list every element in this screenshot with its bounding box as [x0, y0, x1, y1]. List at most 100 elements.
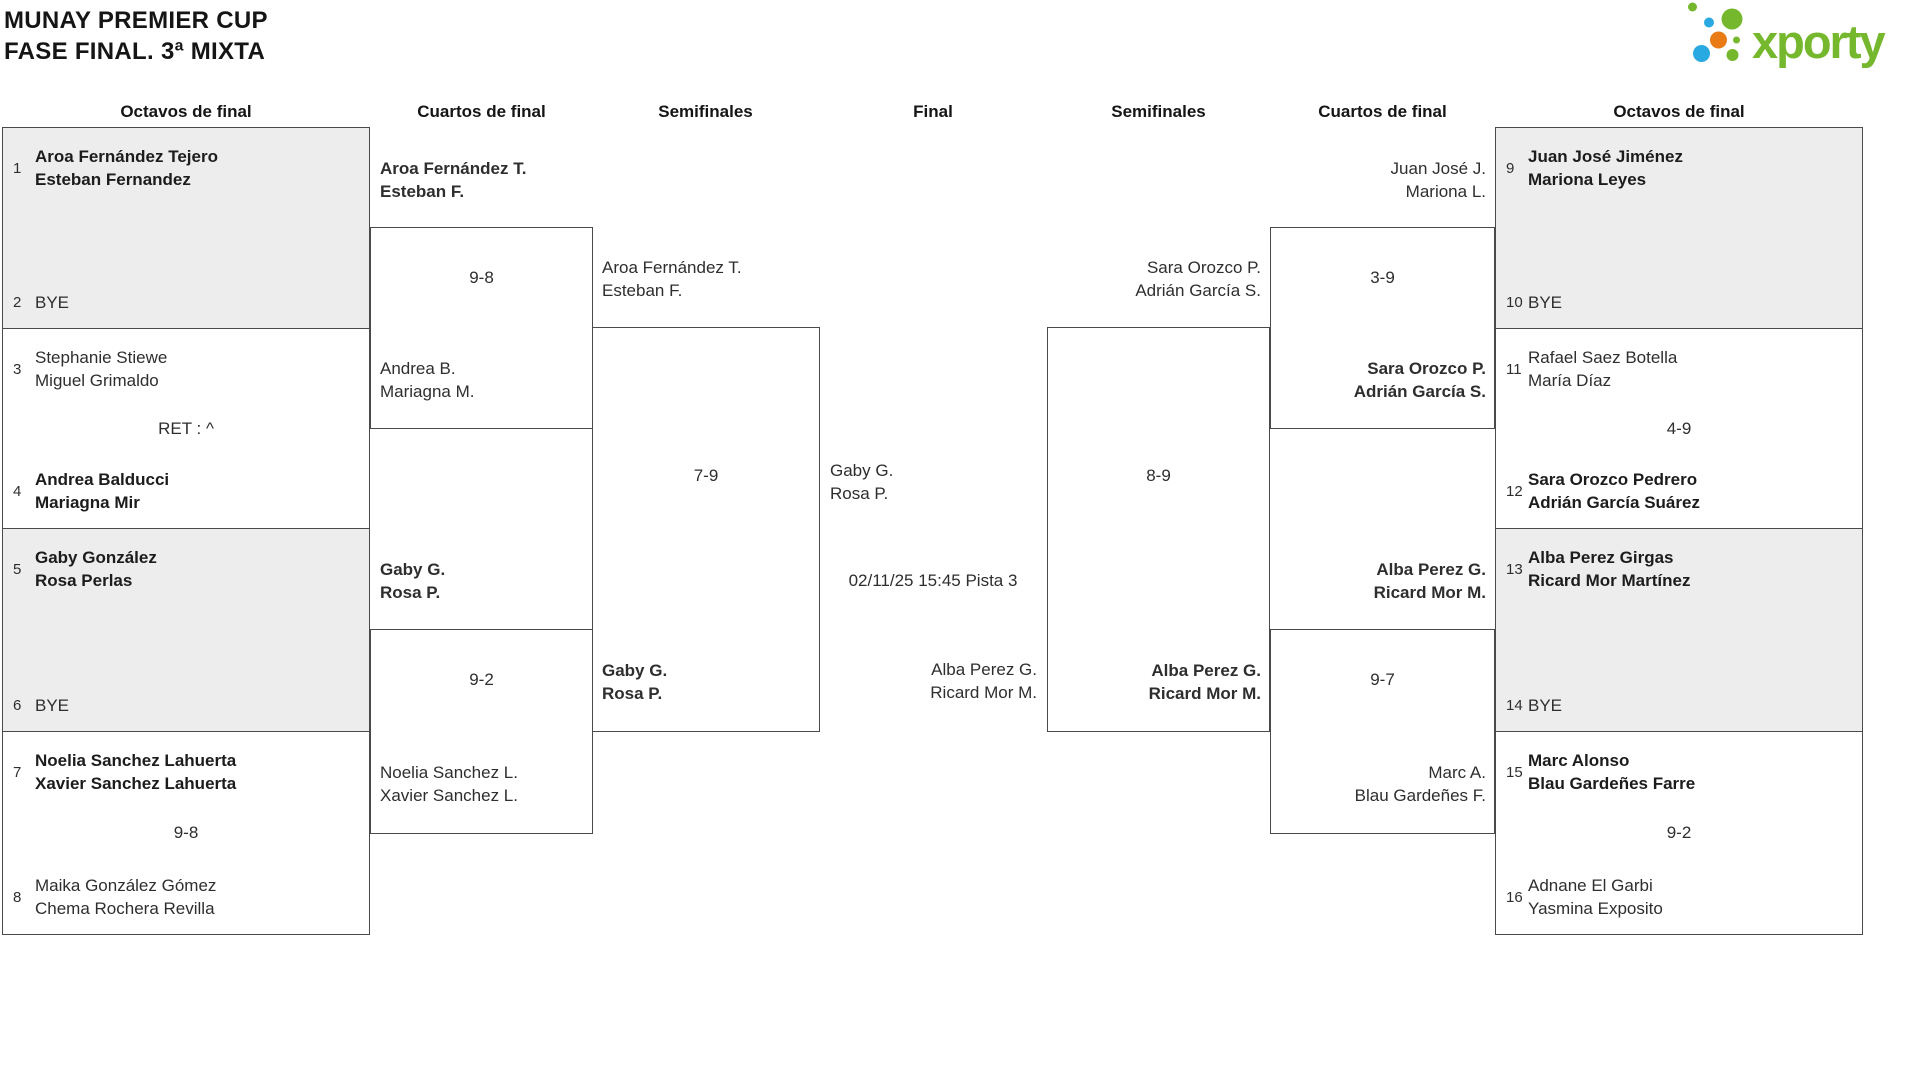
team-row: 8 Maika González Gómez Chema Rochera Rev…: [13, 874, 216, 920]
team-row: 14 BYE: [1506, 694, 1562, 717]
seed-number: 12: [1506, 482, 1523, 500]
seed-number: 3: [13, 360, 22, 378]
team-names: Marc Alonso Blau Gardeñes Farre: [1528, 751, 1696, 793]
team-row: 4 Andrea Balducci Mariagna Mir: [13, 468, 169, 514]
team-names: Aroa Fernández T. Esteban F.: [602, 258, 742, 300]
match-score: 9-2: [1666, 823, 1692, 842]
team-names: BYE: [1528, 293, 1563, 312]
seed-number: 11: [1506, 360, 1522, 378]
team-row: 13 Alba Perez Girgas Ricard Mor Martínez: [1506, 546, 1690, 592]
match-box-octavos-left-2: 3 Stephanie Stiewe Miguel Grimaldo RET :…: [2, 328, 370, 529]
header-final: Final: [913, 102, 953, 121]
team-names: Andrea B. Mariagna M.: [380, 359, 475, 401]
final-team-right: Alba Perez G. Ricard Mor M.: [930, 660, 1037, 702]
team-names: Rafael Saez Botella María Díaz: [1528, 348, 1678, 390]
team-names: BYE: [35, 696, 70, 715]
header-cuartos-left: Cuartos de final: [417, 102, 546, 121]
team-row: 6 BYE: [13, 694, 69, 717]
team-names: Sara Orozco P. Adrián García S.: [1135, 258, 1261, 300]
match-score: 9-8: [469, 268, 494, 287]
logo-dot-blue-small: [1704, 17, 1714, 28]
match-score: 9-8: [173, 823, 199, 842]
match-box-octavos-right-3: 13 Alba Perez Girgas Ricard Mor Martínez…: [1495, 528, 1863, 732]
team-names: Sara Orozco Pedrero Adrián García Suárez: [1528, 470, 1700, 512]
header-semis-right: Semifinales: [1111, 102, 1206, 121]
team-row: 12 Sara Orozco Pedrero Adrián García Suá…: [1506, 468, 1700, 514]
seed-number: 1: [13, 159, 22, 177]
page-subtitle: FASE FINAL. 3ª MIXTA: [4, 38, 266, 65]
match-score: 7-9: [693, 466, 719, 485]
team-row: 15 Marc Alonso Blau Gardeñes Farre: [1506, 749, 1695, 795]
header-octavos-left: Octavos de final: [120, 102, 252, 121]
logo-dot-green-med: [1726, 49, 1739, 61]
team-names: BYE: [1528, 696, 1563, 715]
team-names: Juan José Jiménez Mariona Leyes: [1528, 147, 1683, 189]
team-names: Juan José J. Mariona L.: [1390, 159, 1486, 201]
match-score: 3-9: [1370, 268, 1395, 287]
team-names: Adnane El Garbi Yasmina Exposito: [1528, 876, 1663, 918]
match-box-cuartos-right-2: [1270, 629, 1495, 834]
match-box-octavos-left-1: 1 Aroa Fernández Tejero Esteban Fernande…: [2, 127, 370, 329]
seed-number: 15: [1506, 763, 1523, 781]
match-score: 4-9: [1666, 418, 1692, 438]
match-score: 9-7: [1370, 670, 1395, 689]
team-names: Noelia Sanchez L. Xavier Sanchez L.: [380, 763, 518, 805]
tournament-title: MUNAY PREMIER CUP FASE FINAL. 3ª MIXTA: [4, 5, 268, 67]
match-box-octavos-right-1: 9 Juan José Jiménez Mariona Leyes 10 BYE: [1495, 127, 1863, 329]
final-team-left: Gaby G. Rosa P.: [830, 461, 894, 503]
team-names: Aroa Fernández T. Esteban F.: [380, 159, 527, 201]
match-score: RET : ^: [158, 418, 214, 438]
match-box-octavos-left-3: 5 Gaby González Rosa Perlas 6 BYE: [2, 528, 370, 732]
team-names: Gaby G. Rosa P.: [380, 560, 446, 602]
xporty-logo[interactable]: xporty: [1680, 0, 1920, 80]
logo-dot-green-large: [1721, 8, 1743, 30]
final-match-info: 02/11/25 15:45 Pista 3: [848, 571, 1018, 590]
xporty-wordmark: xporty: [1752, 15, 1886, 68]
match-box-octavos-right-4: 15 Marc Alonso Blau Gardeñes Farre 9-2 1…: [1495, 731, 1863, 935]
match-box-octavos-left-4: 7 Noelia Sanchez Lahuerta Xavier Sanchez…: [2, 731, 370, 935]
logo-dot-blue-large: [1693, 45, 1710, 62]
seed-number: 7: [13, 763, 22, 781]
team-names: Marc A. Blau Gardeñes F.: [1354, 763, 1486, 805]
team-row: 7 Noelia Sanchez Lahuerta Xavier Sanchez…: [13, 749, 236, 795]
team-names: Maika González Gómez Chema Rochera Revil…: [35, 876, 217, 918]
team-row: 16 Adnane El Garbi Yasmina Exposito: [1506, 874, 1663, 920]
team-names: Gaby G. Rosa P.: [602, 661, 668, 703]
match-box-semifinal-right: [1047, 327, 1270, 732]
match-box-semifinal-left: [592, 327, 820, 732]
team-names: Aroa Fernández Tejero Esteban Fernandez: [35, 147, 218, 189]
team-row: 10 BYE: [1506, 291, 1562, 314]
team-names: Alba Perez G. Ricard Mor M.: [1148, 661, 1261, 703]
team-row: 1 Aroa Fernández Tejero Esteban Fernande…: [13, 145, 218, 191]
seed-number: 5: [13, 560, 22, 578]
team-names: Noelia Sanchez Lahuerta Xavier Sanchez L…: [35, 751, 237, 793]
team-names: BYE: [35, 293, 70, 312]
match-box-octavos-right-2: 11 Rafael Saez Botella María Díaz 4-9 12…: [1495, 328, 1863, 529]
seed-number: 8: [13, 888, 22, 906]
match-score: 8-9: [1146, 466, 1171, 485]
team-row: 3 Stephanie Stiewe Miguel Grimaldo: [13, 346, 167, 392]
header-octavos-right: Octavos de final: [1613, 102, 1745, 121]
logo-dot-green-small: [1688, 2, 1697, 12]
team-names: Stephanie Stiewe Miguel Grimaldo: [35, 348, 168, 390]
seed-number: 10: [1506, 294, 1523, 311]
header-cuartos-right: Cuartos de final: [1318, 102, 1447, 121]
seed-number: 13: [1506, 560, 1523, 578]
seed-number: 6: [13, 697, 22, 714]
seed-number: 4: [13, 482, 22, 500]
team-names: Gaby González Rosa Perlas: [35, 548, 157, 590]
team-row: 5 Gaby González Rosa Perlas: [13, 546, 157, 592]
page-title: MUNAY PREMIER CUP: [4, 7, 268, 34]
seed-number: 9: [1506, 159, 1515, 177]
match-score: 9-2: [469, 670, 494, 689]
seed-number: 14: [1506, 697, 1523, 714]
team-names: Alba Perez G. Ricard Mor M.: [1373, 560, 1486, 602]
team-row: 11 Rafael Saez Botella María Díaz: [1506, 346, 1677, 392]
team-names: Andrea Balducci Mariagna Mir: [35, 470, 170, 512]
team-row: 2 BYE: [13, 291, 69, 314]
seed-number: 16: [1506, 888, 1523, 906]
match-box-cuartos-right-1: [1270, 227, 1495, 429]
seed-number: 2: [13, 294, 22, 311]
header-semis-left: Semifinales: [658, 102, 753, 121]
